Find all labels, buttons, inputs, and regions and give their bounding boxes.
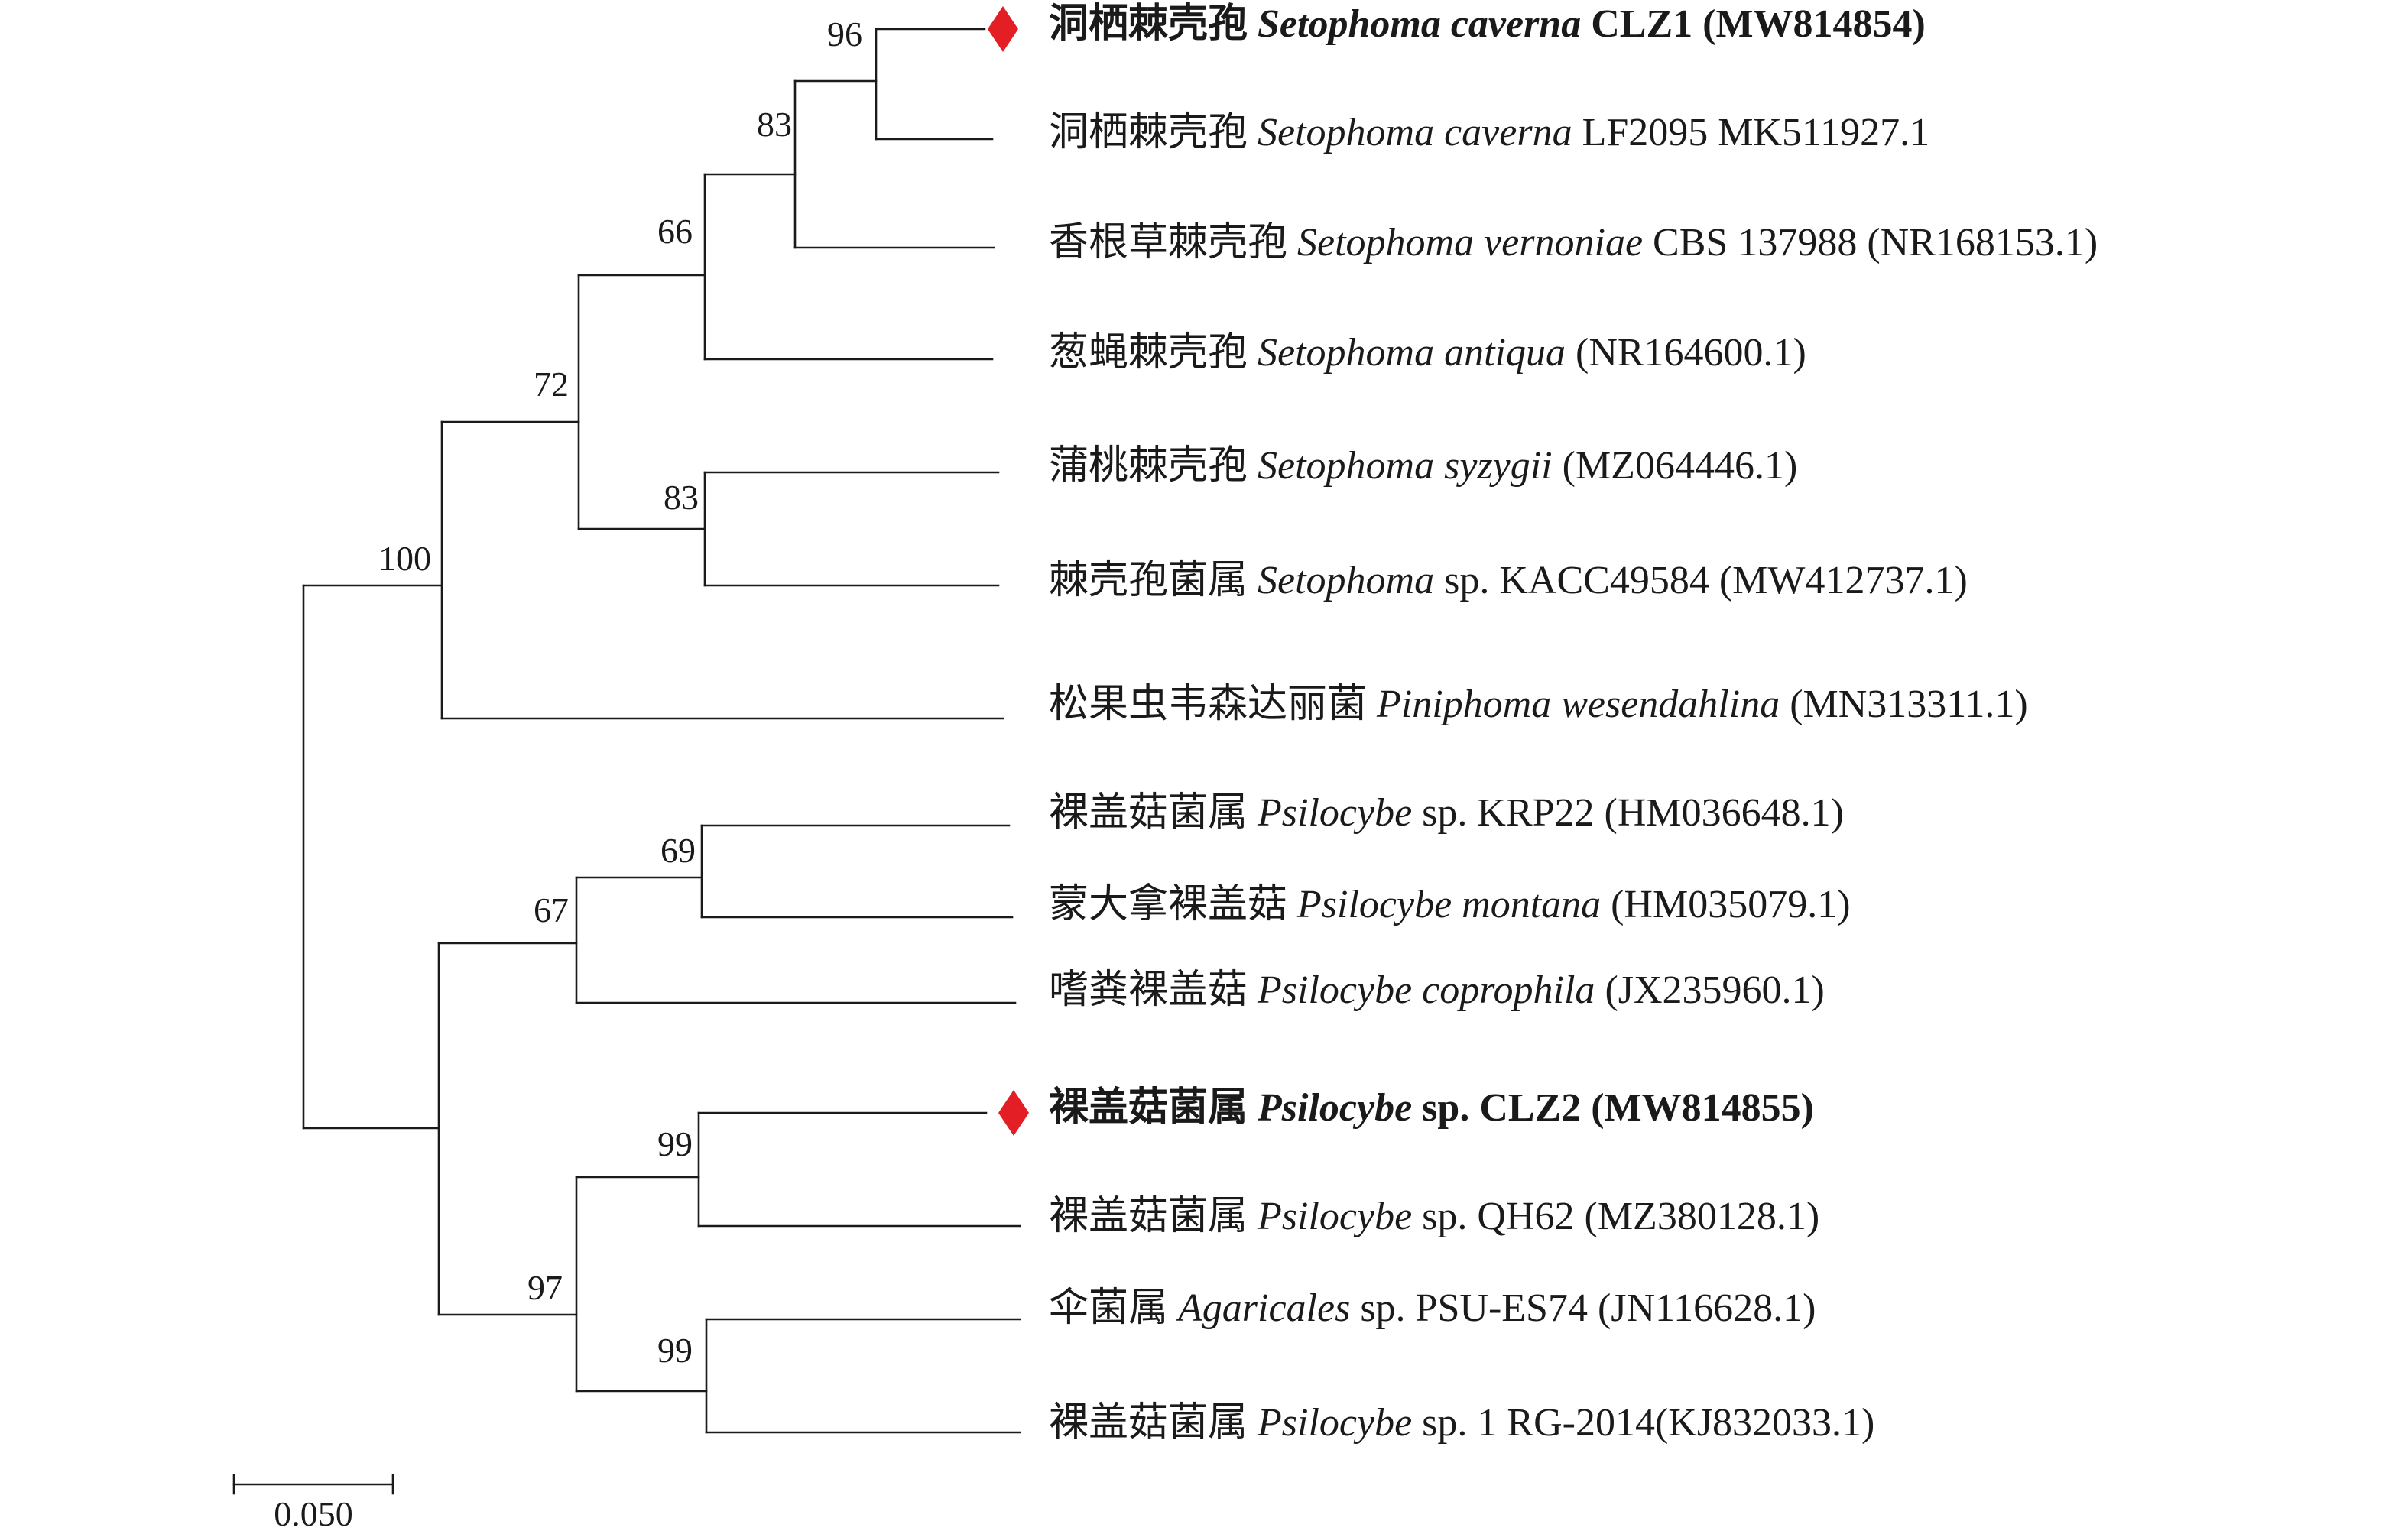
bootstrap-value: 100 — [378, 539, 431, 578]
bootstrap-value: 83 — [664, 478, 699, 517]
leaf-label: 洞栖棘壳孢 Setophoma caverna LF2095 MK511927.… — [1049, 111, 1929, 154]
bootstrap-value: 99 — [657, 1331, 693, 1370]
bootstrap-value: 67 — [534, 890, 569, 929]
leaf-label: 洞栖棘壳孢 Setophoma caverna CLZ1 (MW814854) — [1049, 2, 1926, 46]
leaf-label: 蒙大拿裸盖菇 Psilocybe montana (HM035079.1) — [1049, 882, 1851, 926]
leaf-label: 蒲桃棘壳孢 Setophoma syzygii (MZ064446.1) — [1049, 444, 1797, 488]
bootstrap-value: 72 — [534, 365, 569, 404]
leaf-label: 葱蝇棘壳孢 Setophoma antiqua (NR164600.1) — [1049, 331, 1806, 375]
bootstrap-value: 97 — [527, 1268, 563, 1307]
leaf-label: 香根草棘壳孢 Setophoma vernoniae CBS 137988 (N… — [1049, 221, 2098, 264]
leaf-label: 裸盖菇菌属 Psilocybe sp. CLZ2 (MW814855) — [1049, 1085, 1814, 1130]
leaf-label: 裸盖菇菌属 Psilocybe sp. 1 RG-2014(KJ832033.1… — [1049, 1401, 1874, 1445]
bootstrap-value: 83 — [757, 105, 792, 144]
tree-branches — [232, 28, 1021, 1495]
diamond-marker-icon — [998, 1090, 1029, 1136]
leaf-labels: 洞栖棘壳孢 Setophoma caverna CLZ1 (MW814854) … — [1049, 2, 2098, 1445]
leaf-label: 裸盖菇菌属 Psilocybe sp. QH62 (MZ380128.1) — [1049, 1195, 1819, 1238]
bootstrap-value: 69 — [660, 831, 696, 870]
query-markers — [988, 6, 1029, 1136]
leaf-label: 伞菌属 Agaricales sp. PSU-ES74 (JN116628.1) — [1049, 1286, 1816, 1330]
leaf-label: 棘壳孢菌属 Setophoma sp. KACC49584 (MW412737.… — [1049, 559, 1968, 602]
bootstrap-value: 96 — [827, 15, 862, 54]
bootstrap-values: 96 83 66 72 83 100 69 67 99 99 97 — [378, 15, 862, 1370]
leaf-label: 裸盖菇菌属 Psilocybe sp. KRP22 (HM036648.1) — [1049, 791, 1844, 835]
scale-bar-label: 0.050 — [274, 1494, 353, 1531]
leaf-label: 松果虫韦森达丽菌 Piniphoma wesendahlina (MN31331… — [1049, 683, 2028, 726]
bootstrap-value: 99 — [657, 1124, 693, 1163]
leaf-label: 嗜粪裸盖菇 Psilocybe coprophila (JX235960.1) — [1049, 968, 1825, 1012]
bootstrap-value: 66 — [657, 212, 693, 251]
diamond-marker-icon — [988, 6, 1018, 52]
